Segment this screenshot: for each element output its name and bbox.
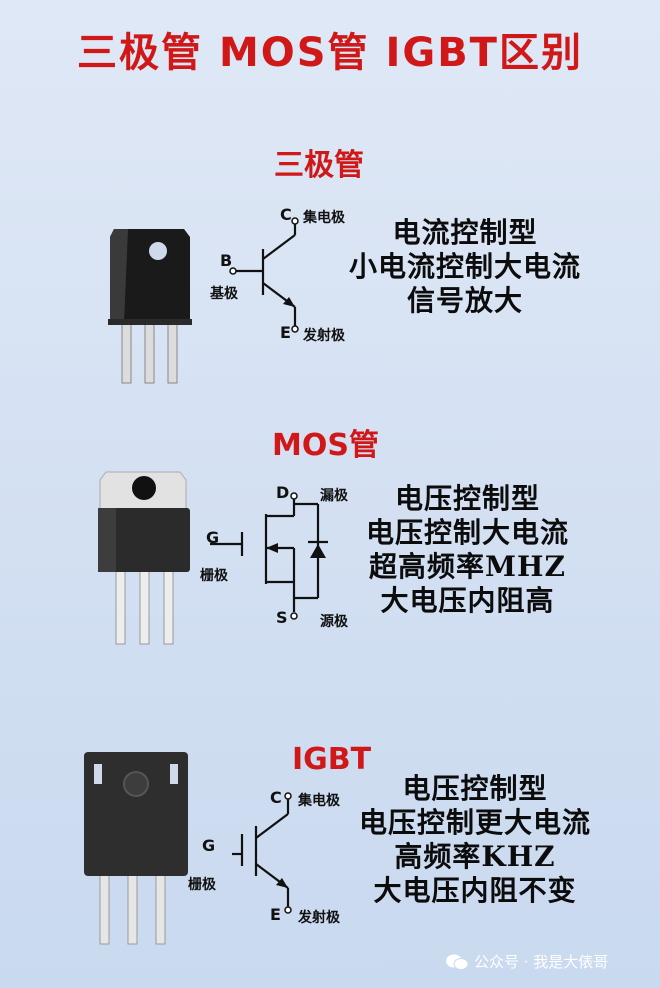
section-title-igbt: IGBT (292, 742, 372, 777)
pin-s-name: 源极 (320, 614, 348, 630)
desc-line: 电压控制更大电流 (358, 806, 591, 839)
mosfet-symbol (210, 492, 328, 620)
transistor-description: 电流控制型 小电流控制大电流 信号放大 (330, 216, 600, 318)
pin-e-name: 发射极 (298, 910, 340, 926)
igbt-package-image (84, 752, 188, 945)
pin-g-name: 栅极 (200, 568, 228, 584)
pin-b-name: 基极 (210, 286, 238, 302)
pin-d-name: 漏极 (320, 488, 348, 504)
footer-text: 公众号 · 我是大俵哥 (474, 953, 609, 971)
mosfet-package-image (98, 471, 190, 645)
pin-c-letter: C (270, 788, 282, 807)
desc-line: 大电压内阻不变 (373, 874, 577, 907)
section-title-mosfet: MOS管 (272, 428, 379, 463)
pin-e-name: 发射极 (303, 328, 345, 344)
footer-watermark: 公众号 · 我是大俵哥 (446, 951, 608, 972)
section-title-transistor: 三极管 (274, 148, 364, 183)
desc-line: 电压控制大电流 (365, 516, 569, 549)
igbt-symbol (232, 792, 292, 914)
pin-e-letter: E (280, 323, 291, 342)
pin-c-letter: C (280, 205, 292, 224)
desc-line: 电流控制型 (392, 216, 538, 249)
desc-line: 电压控制型 (402, 772, 548, 805)
desc-line: 电压控制型 (394, 482, 540, 515)
pin-c-name: 集电极 (303, 210, 345, 226)
pin-g-name: 栅极 (188, 877, 216, 893)
page-title: 三极管 MOS管 IGBT区别 (77, 30, 583, 76)
pin-c-name: 集电极 (298, 793, 340, 809)
desc-line: 大电压内阻高 (380, 584, 555, 617)
mosfet-description: 电压控制型 电压控制大电流 超高频率MHZ 大电压内阻高 (340, 482, 595, 618)
desc-line: 信号放大 (406, 284, 523, 317)
pin-e-letter: E (270, 905, 281, 924)
pin-g-letter: G (206, 528, 220, 547)
desc-line: 超高频率MHZ (369, 550, 566, 583)
desc-line: 高频率KHZ (394, 840, 556, 873)
pin-b-letter: B (220, 251, 233, 270)
pin-g-letter: G (202, 836, 216, 855)
transistor-symbol (229, 217, 299, 333)
desc-line: 小电流控制大电流 (348, 250, 581, 283)
pin-d-letter: D (276, 483, 290, 502)
wechat-icon (446, 954, 469, 970)
transistor-package-image (108, 229, 192, 384)
igbt-description: 电压控制型 电压控制更大电流 高频率KHZ 大电压内阻不变 (330, 772, 620, 908)
pin-s-letter: S (276, 608, 288, 627)
